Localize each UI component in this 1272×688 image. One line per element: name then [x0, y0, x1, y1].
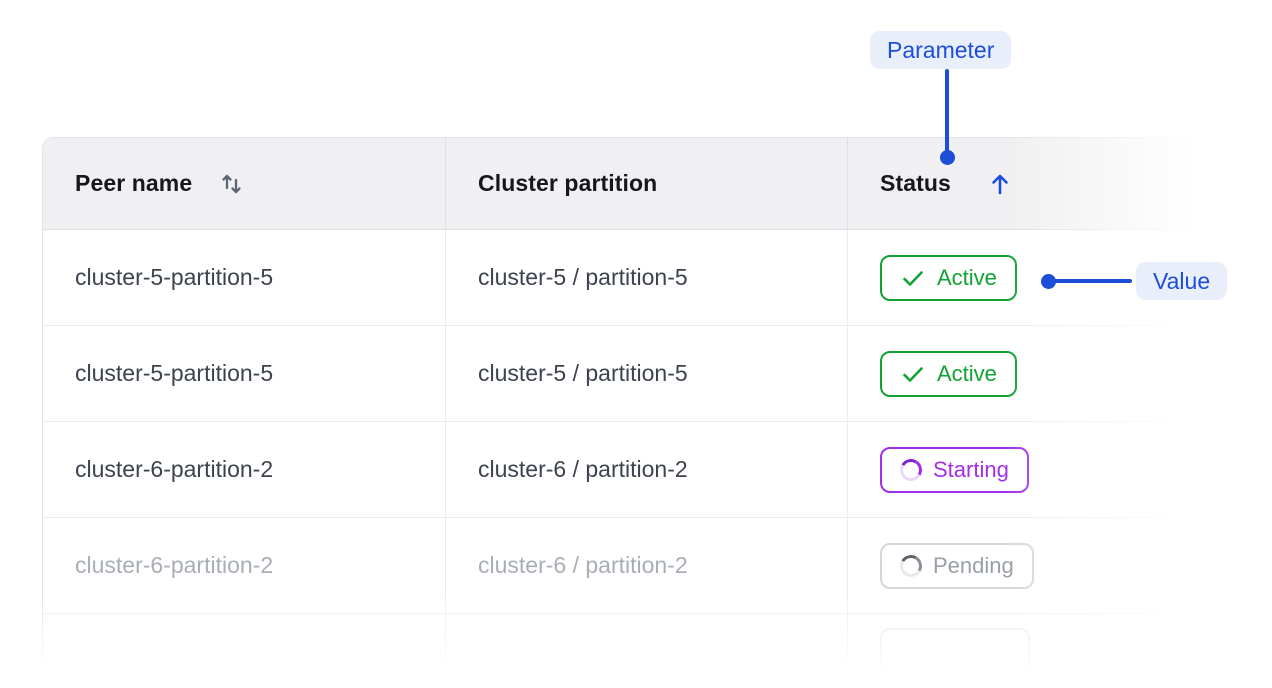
parameter-callout-pill: Parameter — [870, 31, 1012, 69]
column-header-label: Peer name — [75, 170, 193, 196]
column-header-peer-name[interactable]: Peer name — [43, 138, 446, 229]
value-callout-pill: Value — [1136, 262, 1228, 300]
cluster-partition-cell: cluster-5 / partition-5 — [478, 264, 688, 290]
value-connector-dot — [1041, 274, 1056, 289]
column-header-label: Status — [880, 170, 951, 196]
status-badge-label: Active — [937, 264, 997, 290]
cluster-partition-cell: cluster-5 / partition-5 — [478, 360, 688, 386]
status-badge-active: Active — [880, 350, 1017, 397]
check-icon — [900, 265, 926, 291]
parameter-connector-dot — [940, 150, 955, 165]
status-badge-label: Active — [937, 360, 997, 386]
peer-name-cell: cluster-5-partition-5 — [75, 360, 274, 386]
peer-name-cell: cluster-6-partition-2 — [75, 456, 274, 482]
bottom-fade-overlay — [0, 592, 1272, 688]
check-icon — [900, 361, 926, 387]
column-header-label: Cluster partition — [478, 170, 658, 196]
value-connector-line — [1052, 279, 1132, 283]
status-badge-label: Pending — [933, 552, 1014, 578]
column-header-status[interactable]: Status — [848, 138, 1211, 229]
spinner-icon — [897, 552, 925, 579]
status-badge-label: Starting — [933, 456, 1009, 482]
column-header-cluster-partition[interactable]: Cluster partition — [446, 138, 848, 229]
cluster-partition-cell: cluster-6 / partition-2 — [478, 552, 688, 578]
sort-both-icon[interactable] — [218, 170, 246, 198]
status-badge-active: Active — [880, 254, 1017, 301]
parameter-connector-line — [945, 69, 949, 153]
peer-name-cell: cluster-5-partition-5 — [75, 264, 274, 290]
peer-name-cell: cluster-6-partition-2 — [75, 552, 274, 578]
sort-asc-icon[interactable] — [987, 170, 1013, 198]
cluster-partition-cell: cluster-6 / partition-2 — [478, 456, 688, 482]
spinner-icon — [897, 456, 925, 483]
